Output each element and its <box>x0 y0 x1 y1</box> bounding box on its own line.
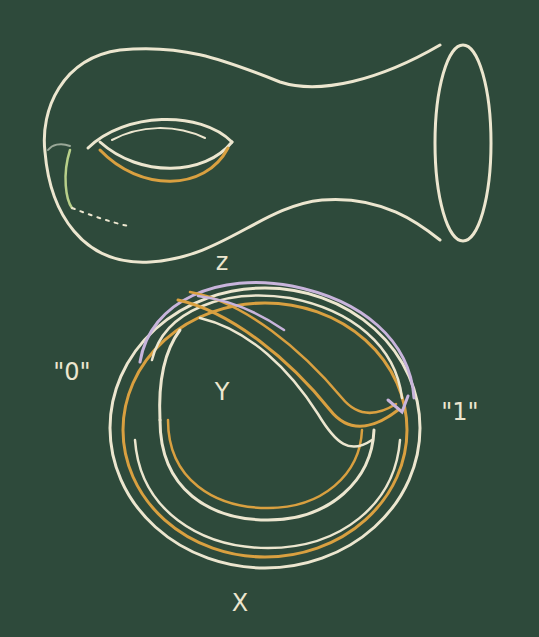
arrow-head <box>388 396 408 412</box>
boundary-circle <box>435 45 491 241</box>
surface-drawing <box>44 45 491 262</box>
point-label: "0" <box>53 358 90 386</box>
hole-lower <box>100 142 232 168</box>
outer-loop-2 <box>123 303 407 557</box>
hole-upper <box>88 119 232 148</box>
cross-strand-4 <box>198 296 284 330</box>
cross-strand-3 <box>200 318 372 447</box>
curve-label: z <box>216 248 229 276</box>
cross-strand-2 <box>190 292 396 413</box>
label-box: X <box>232 591 248 615</box>
twist-band-2 <box>152 296 402 398</box>
inner-loop <box>160 420 374 520</box>
hole-curve <box>100 148 228 181</box>
point-label: "1" <box>441 398 478 426</box>
label-box: Y <box>215 380 230 404</box>
label-box: "0" <box>53 360 90 384</box>
label-box: z <box>216 250 229 274</box>
shadow-mark <box>48 144 70 150</box>
hole-scribble <box>112 128 205 140</box>
meridian <box>66 150 72 208</box>
region-label: Y <box>215 378 230 406</box>
label-box: "1" <box>441 400 478 424</box>
meridian-hidden <box>72 208 128 226</box>
surface-outline <box>44 45 440 262</box>
band-drawing <box>110 282 420 568</box>
outer-loop <box>110 288 420 568</box>
region-label: X <box>232 589 248 617</box>
cross-strand <box>178 300 398 426</box>
inner-loop-left <box>160 330 180 420</box>
